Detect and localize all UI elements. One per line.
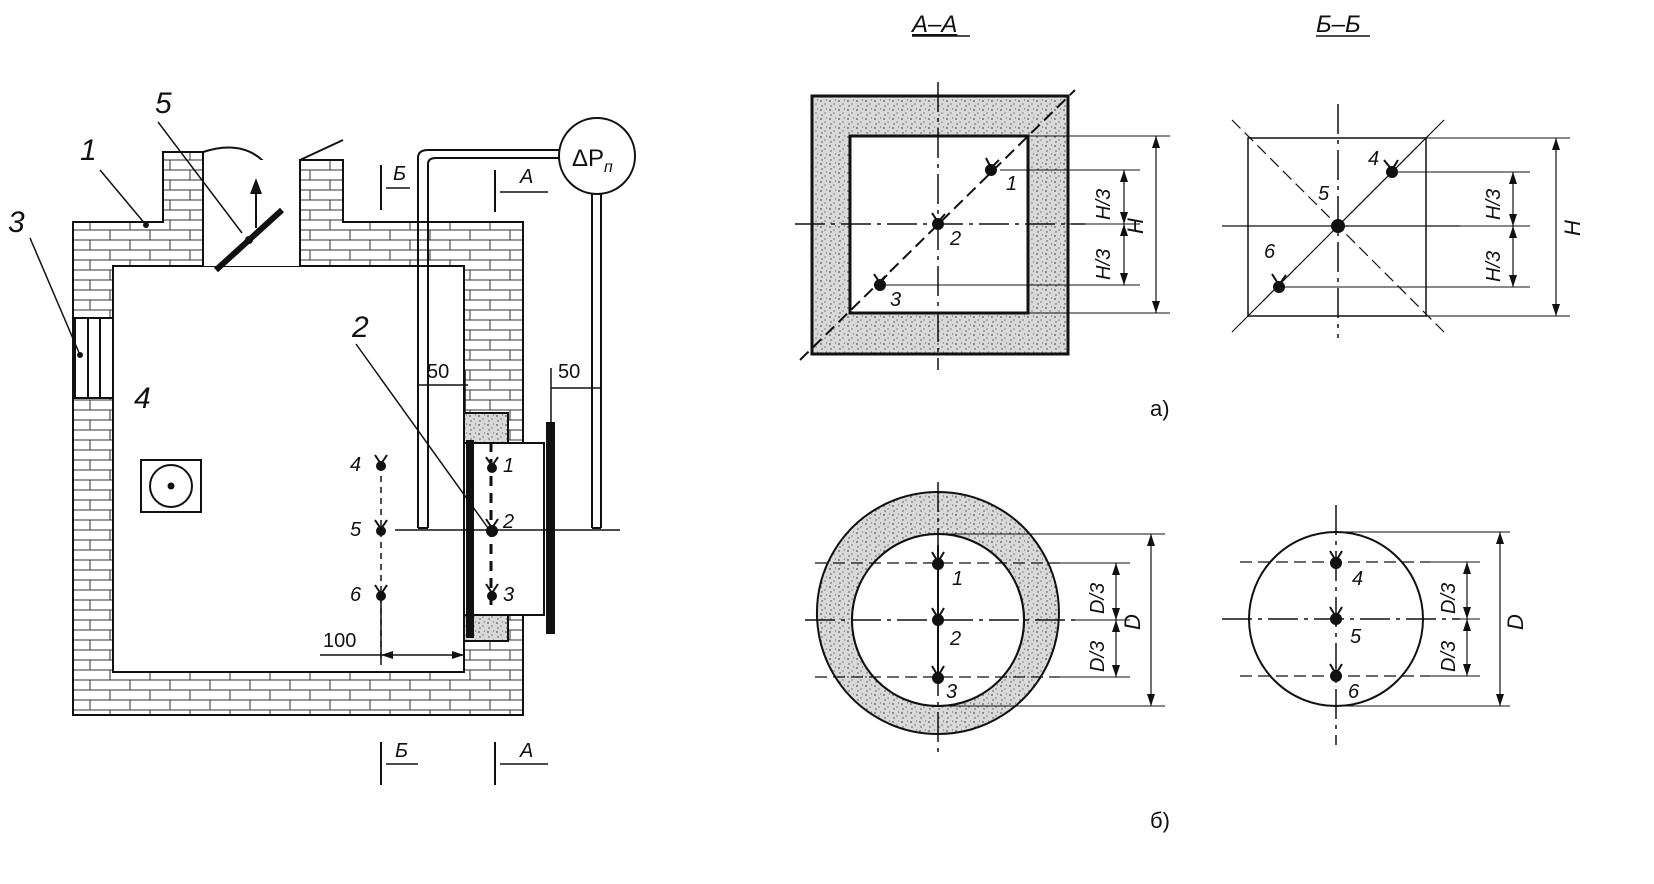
point-label: 4 [1352, 568, 1363, 590]
dim-50-outer: 50 [558, 361, 580, 383]
thermocouple-marker [1329, 606, 1343, 625]
point-label: 2 [949, 628, 961, 650]
point-label: 1 [503, 455, 514, 477]
gauge-label: ΔPп [572, 145, 613, 176]
thermocouple-marker [1383, 159, 1399, 178]
dim-d3: D/3 [1438, 583, 1460, 614]
dim-h: H [1560, 220, 1585, 236]
point-label: 1 [1006, 173, 1017, 195]
thermocouple-marker [931, 551, 945, 570]
thermocouple-marker [985, 157, 1000, 176]
dim-d3: D/3 [1438, 641, 1460, 672]
point-label: 4 [1368, 148, 1379, 170]
specimen-panel [466, 440, 474, 638]
dim-h3: H/3 [1483, 251, 1505, 282]
pressure-gauge [558, 117, 636, 195]
thermocouple-marker [374, 454, 388, 471]
dim-d: D [1503, 614, 1528, 630]
point-label: 4 [350, 454, 361, 476]
callout-3: 3 [8, 206, 25, 239]
point-label: 3 [503, 584, 514, 606]
part-label-a: а) [1150, 396, 1170, 421]
callout-5: 5 [155, 87, 172, 120]
thermocouple-marker [485, 518, 499, 537]
thermocouple-marker [485, 583, 499, 601]
point-label: 5 [1318, 183, 1330, 205]
thermocouple-marker [931, 212, 946, 230]
point-label: 6 [1348, 681, 1360, 703]
section-title-aa: А–А [910, 11, 957, 38]
part-label-b: б) [1150, 808, 1170, 833]
section-title-bb: Б–Б [1316, 11, 1361, 38]
callout-4: 4 [134, 382, 151, 415]
dim-50-inner: 50 [427, 361, 449, 383]
pressure-tube-right [591, 190, 602, 529]
dim-h3: H/3 [1093, 189, 1115, 220]
dim-d3: D/3 [1087, 583, 1109, 614]
observation-window [74, 317, 114, 399]
point-label: 5 [350, 519, 362, 541]
door-panel [546, 422, 555, 634]
section-bb-round: 4 5 6 D/3 D/3 D [1222, 505, 1528, 745]
callout-2: 2 [351, 311, 369, 344]
furnace-elevation: ΔPп 4 5 6 1 2 3 100 50 50 [8, 87, 636, 785]
thermocouple-marker [1329, 550, 1343, 569]
thermocouple-marker [1271, 273, 1287, 293]
pressure-tube-left [417, 149, 560, 528]
point-label: 5 [1350, 626, 1362, 648]
point-label: 3 [946, 681, 957, 703]
dim-100: 100 [323, 630, 356, 652]
callout-1: 1 [80, 134, 97, 167]
thermocouple-marker [374, 584, 388, 601]
thermocouple-marker [873, 273, 888, 291]
thermocouple-marker [374, 519, 388, 536]
thermocouple-marker [1331, 219, 1345, 233]
section-mark-b: Б [393, 163, 406, 185]
dim-d: D [1120, 614, 1145, 630]
point-label: 2 [949, 228, 961, 250]
section-aa-round: 1 2 3 D/3 D/3 D [805, 482, 1165, 758]
section-mark-a: А [519, 740, 533, 762]
point-label: 6 [350, 584, 362, 606]
point-label: 3 [890, 289, 901, 311]
dim-h3: H/3 [1093, 249, 1115, 280]
point-label: 6 [1264, 241, 1276, 263]
section-mark-b: Б [395, 740, 408, 762]
section-bb-square: 4 5 6 H/3 H/3 H [1222, 104, 1585, 338]
point-label: 1 [952, 568, 963, 590]
thermocouple-marker [485, 456, 499, 473]
thermocouple-marker [1329, 663, 1343, 682]
section-aa-square: 1 2 3 H/3 H/3 H [795, 82, 1170, 370]
dim-h3: H/3 [1483, 189, 1505, 220]
thermocouple-marker [931, 665, 945, 684]
thermocouple-marker [931, 607, 945, 626]
section-mark-a: А [519, 166, 533, 188]
point-label: 2 [502, 511, 514, 533]
dim-h: H [1123, 218, 1148, 234]
dim-d3: D/3 [1087, 641, 1109, 672]
